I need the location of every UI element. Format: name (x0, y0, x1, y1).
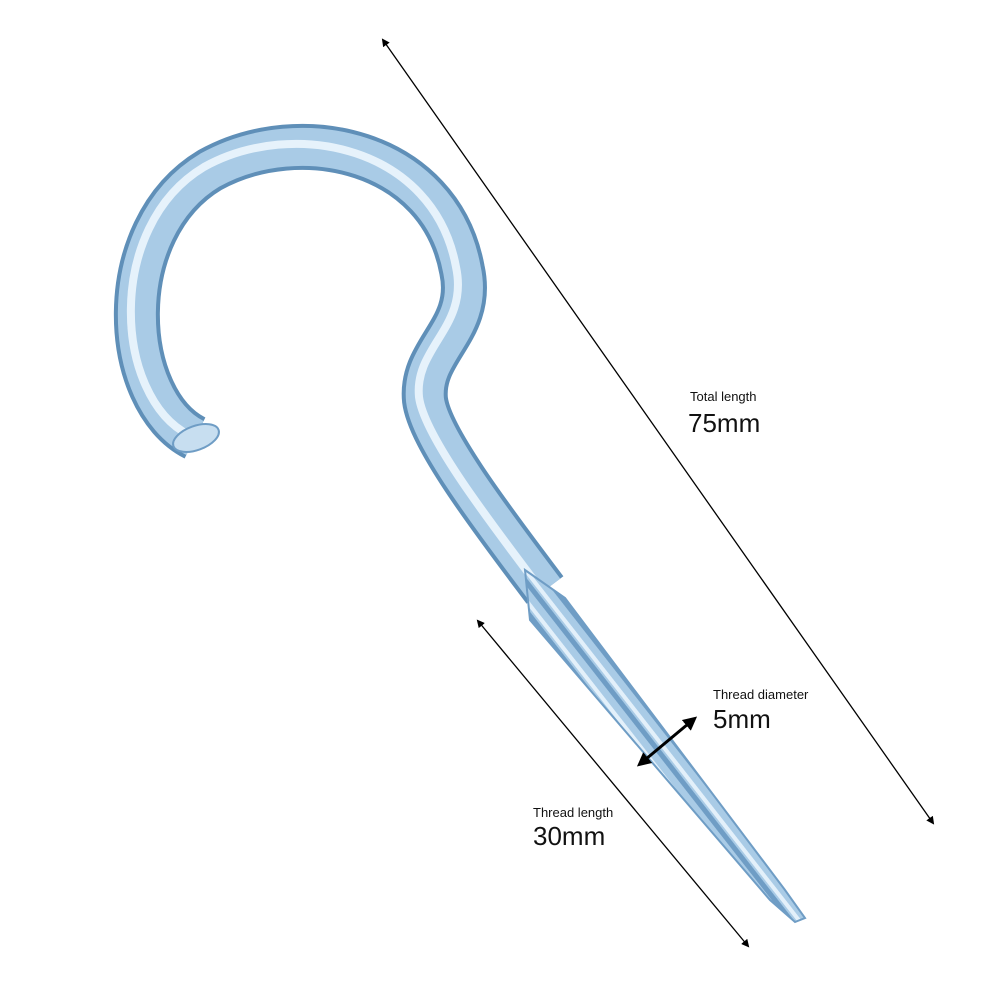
total-length-arrow (381, 38, 935, 825)
thread-length-arrow (476, 619, 750, 948)
thread-diameter-value: 5mm (713, 704, 771, 734)
thread-length-label: Thread length (533, 805, 614, 820)
thread-diameter-arrow (636, 716, 698, 767)
thread-diameter-label: Thread diameter (713, 687, 809, 702)
screw-hook (113, 123, 807, 924)
total-length-value: 75mm (688, 408, 761, 438)
total-length-label: Total length (690, 389, 757, 404)
thread (523, 567, 807, 924)
thread-length-value: 30mm (533, 821, 606, 851)
